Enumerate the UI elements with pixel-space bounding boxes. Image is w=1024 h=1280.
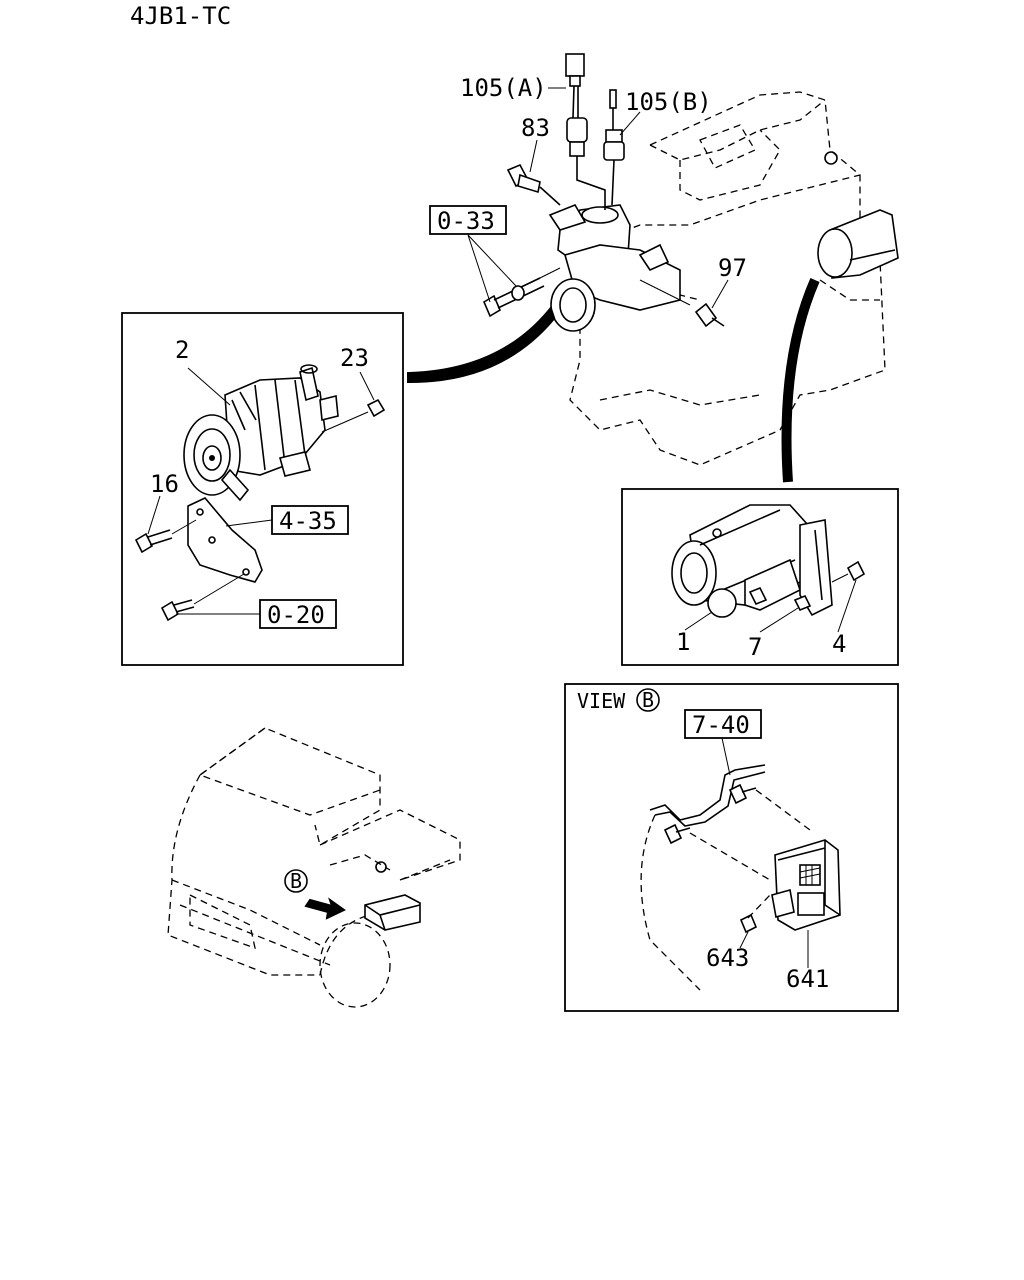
bracket-435 xyxy=(187,497,263,583)
sensor-97 xyxy=(639,279,725,328)
ref-box-033 xyxy=(429,205,507,235)
callout-641: 641 xyxy=(786,965,829,993)
controller-641 xyxy=(771,839,841,931)
callout-16: 16 xyxy=(150,470,179,498)
vehicle-cab xyxy=(167,727,461,1008)
leader-2 xyxy=(187,367,231,406)
vehicle-marker: B xyxy=(290,869,302,893)
ref-box-740 xyxy=(684,709,762,739)
callout-643: 643 xyxy=(706,944,749,972)
starter-on-engine xyxy=(817,209,899,279)
callout-83: 83 xyxy=(521,114,550,142)
leader-83 xyxy=(529,139,538,173)
leader-105b xyxy=(619,111,641,136)
alternator xyxy=(183,364,339,502)
callout-4: 4 xyxy=(832,630,846,658)
cab-panel-section xyxy=(640,764,766,991)
thermostat-housing xyxy=(548,204,681,332)
mounting-studs xyxy=(663,783,811,934)
sensor-83 xyxy=(506,163,561,206)
model-code: 4JB1-TC xyxy=(130,2,231,30)
ref-435: 4-35 xyxy=(279,507,337,535)
view-title: VIEW xyxy=(577,689,626,713)
leader-97 xyxy=(711,279,729,309)
view-arrow-icon xyxy=(304,897,346,920)
bolt-16 xyxy=(134,519,197,554)
leader-740 xyxy=(721,737,731,776)
bolt-033 xyxy=(482,267,561,318)
view-marker-circle xyxy=(636,688,660,712)
bolt-4 xyxy=(831,560,866,583)
callout-23: 23 xyxy=(340,344,369,372)
pointer-starter xyxy=(781,277,820,483)
ref-020: 0-20 xyxy=(267,601,325,629)
ref-740: 7-40 xyxy=(692,711,750,739)
starter-motor xyxy=(671,504,833,618)
nut-7 xyxy=(793,594,812,612)
nut-23 xyxy=(321,398,386,433)
ref-box-020 xyxy=(259,599,337,629)
leader-23 xyxy=(359,371,375,401)
leader-4 xyxy=(837,579,857,633)
ref-033: 0-33 xyxy=(437,207,495,235)
callout-105a: 105(A) xyxy=(460,74,547,102)
callout-1: 1 xyxy=(676,628,690,656)
callout-2: 2 xyxy=(175,336,189,364)
callout-97: 97 xyxy=(718,254,747,282)
sensor-105a xyxy=(565,53,606,210)
leader-16 xyxy=(147,495,161,535)
ref-box-435 xyxy=(271,505,349,535)
vehicle-marker-circle xyxy=(284,869,308,893)
sensor-105b xyxy=(603,89,625,206)
leader-643 xyxy=(739,931,749,949)
leader-1 xyxy=(684,611,713,631)
leader-435 xyxy=(225,519,273,527)
callout-7: 7 xyxy=(748,633,762,661)
leader-033 xyxy=(467,234,517,303)
callout-105b: 105(B) xyxy=(625,88,712,116)
leader-7 xyxy=(759,607,799,633)
vehicle-controller xyxy=(364,894,421,931)
view-marker: B xyxy=(642,688,654,712)
pointer-alternator xyxy=(407,305,556,384)
